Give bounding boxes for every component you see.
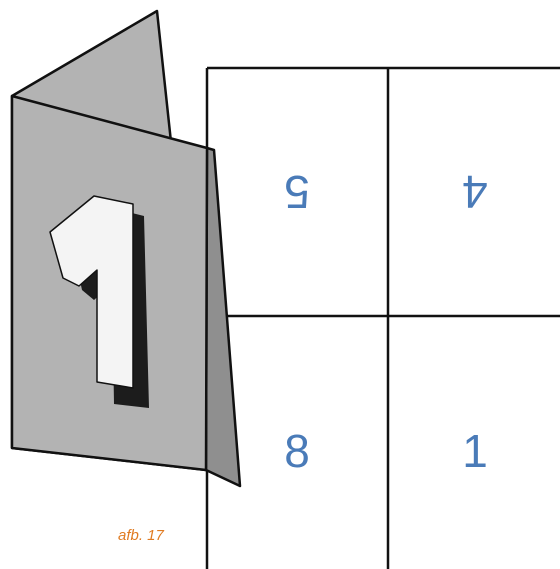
imposition-grid: 5 4 8 1 [207, 68, 560, 569]
grid-cell-page-1: 1 [462, 425, 488, 477]
grid-cell-page-5: 5 [284, 166, 310, 218]
grid-cell-page-8: 8 [284, 425, 310, 477]
grid-cell-page-4: 4 [462, 166, 488, 218]
figure-caption: afb. 17 [118, 527, 164, 545]
